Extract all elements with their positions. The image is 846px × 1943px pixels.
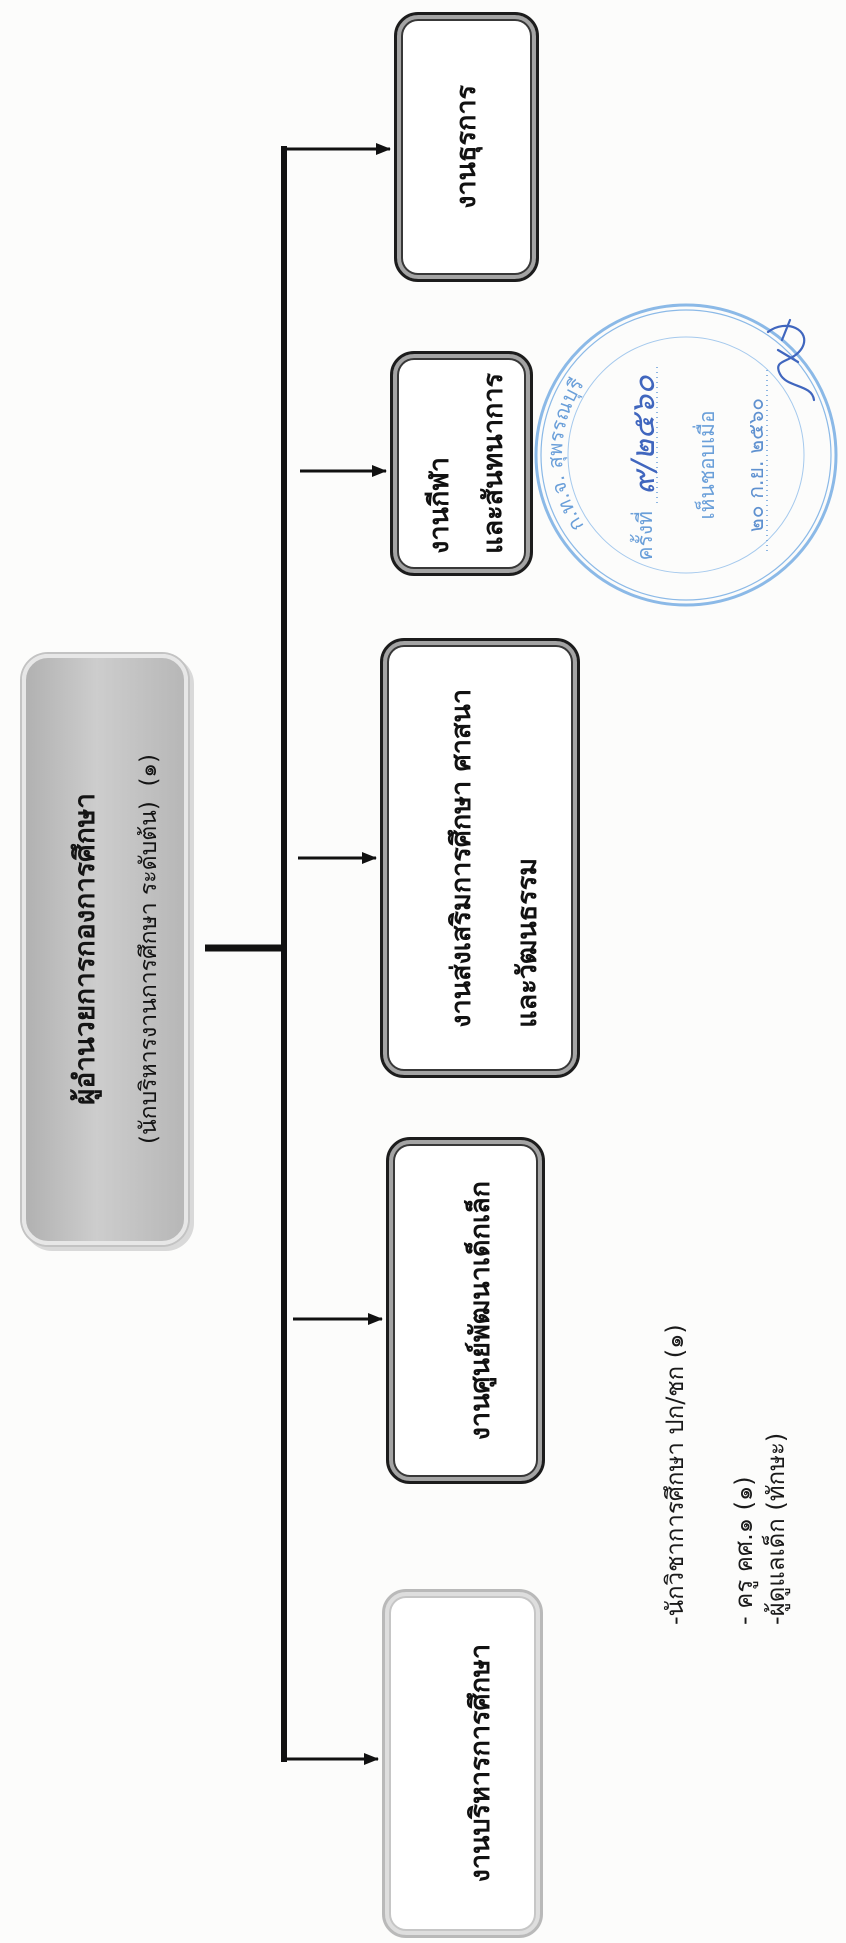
stamp-approved-label: เห็นชอบเมื่อ [692, 410, 719, 519]
unit-box-child-development-center: งานศูนย์พัฒนาเด็กเล็ก [386, 1137, 545, 1484]
unit-label-line: งานบริหารการศึกษา [464, 1644, 496, 1883]
approval-stamp: ก.ท.จ. สุพรรณบุรี ครั้งที่ ๙/๒๕๖๐ เห็นชอ… [534, 303, 838, 607]
unit-label: งานส่งเสริมการศึกษา ศาสนา และวัฒนธรรม [429, 689, 561, 1028]
unit-label-line: งานส่งเสริมการศึกษา ศาสนา [446, 688, 477, 1028]
stamp-outer-ring-inner [540, 309, 832, 601]
staff-note-teacher: - ครู คศ.๑ (๑) [729, 1240, 759, 1625]
stamp-outer-ring [534, 303, 838, 607]
stamp-org-text: ก.ท.จ. สุพรรณบุรี [543, 373, 589, 536]
unit-label-line: งานกีฬา [423, 457, 455, 554]
stamp-inner-ring [567, 336, 805, 574]
staff-note-education-officer: -นักวิชาการศึกษา ปก/ชก (๑) [660, 1240, 690, 1625]
stamp-approved-date: ๒๐ ก.ย. ๒๕๖๐ [744, 398, 768, 532]
svg-text:ก.ท.จ. สุพรรณบุรี: ก.ท.จ. สุพรรณบุรี [543, 373, 589, 536]
head-position-box: ผู้อำนวยการกองการศึกษา (นักบริหารงานการศ… [22, 654, 188, 1245]
stamp-meeting-number: ๙/๒๕๖๐ [624, 374, 662, 495]
staff-note-line: -นักวิชาการศึกษา ปก/ชก (๑) [661, 1324, 689, 1625]
unit-label: งานศูนย์พัฒนาเด็กเล็ก [461, 1181, 501, 1440]
unit-box-general-admin: งานธุรการ [394, 12, 539, 282]
unit-label: งานธุรการ [447, 85, 487, 209]
unit-label-line: งานศูนย์พัฒนาเด็กเล็ก [464, 1180, 496, 1441]
unit-label-line: และสันทนาการ [477, 373, 509, 554]
unit-label-line: และวัฒนธรรม [512, 857, 543, 1028]
staff-note-line: -ผู้ดูแลเด็ก (ทักษะ) [762, 1432, 790, 1625]
signature-mark [766, 318, 816, 402]
head-position-label: ผู้อำนวยการกองการศึกษา (นักบริหารงานการศ… [53, 754, 181, 1144]
staff-note-caregiver: -ผู้ดูแลเด็ก (ทักษะ) [761, 1240, 791, 1625]
unit-box-education-administration: งานบริหารการศึกษา [382, 1589, 543, 1938]
unit-box-sports-recreation: งานกีฬา และสันทนาการ [390, 351, 533, 576]
unit-label: งานกีฬา และสันทนาการ [413, 373, 521, 554]
stamp-meeting-label: ครั้งที่ [630, 511, 657, 560]
unit-box-education-religion-culture: งานส่งเสริมการศึกษา ศาสนา และวัฒนธรรม [380, 638, 580, 1078]
head-position-title: ผู้อำนวยการกองการศึกษา [68, 793, 101, 1106]
staff-note-line: - ครู คศ.๑ (๑) [730, 1476, 758, 1625]
unit-label-line: งานธุรการ [450, 85, 482, 209]
unit-label: งานบริหารการศึกษา [461, 1644, 501, 1882]
head-position-subtitle: (นักบริหารงานการศึกษา ระดับต้น) (๑) [136, 754, 162, 1145]
